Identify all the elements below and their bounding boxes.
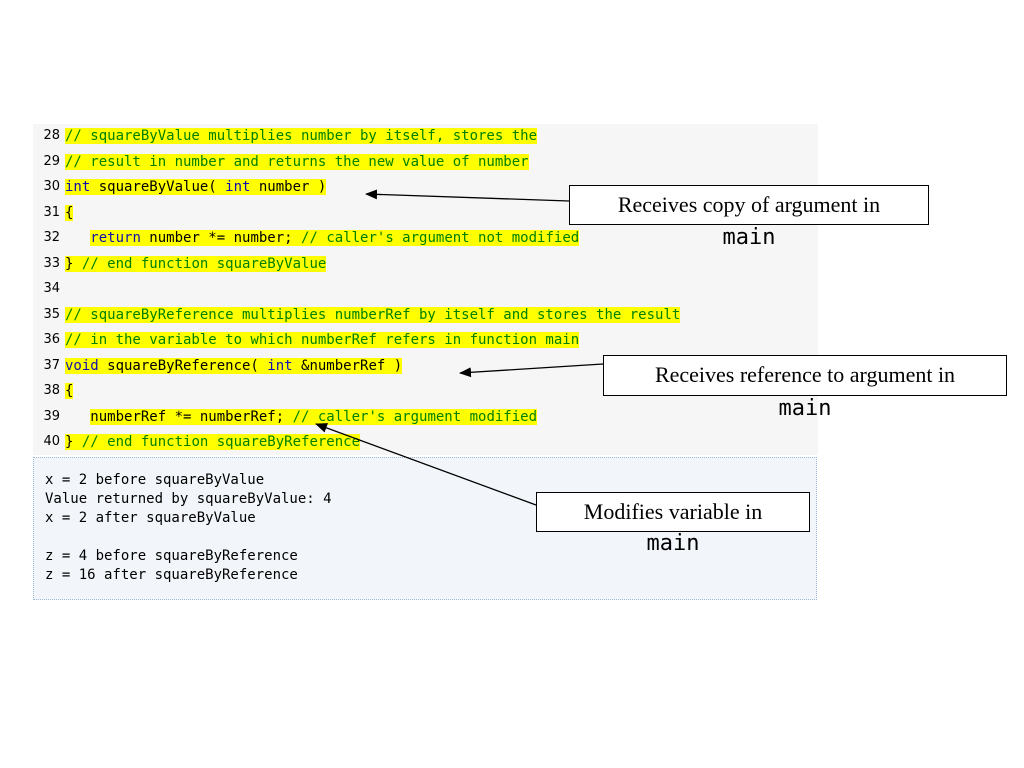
line-number: 31	[43, 204, 60, 220]
callout-modifies-code: main	[646, 531, 700, 556]
output-line: Value returned by squareByValue: 4	[45, 491, 332, 507]
comment-token: // squareByReference multiplies numberRe…	[65, 306, 681, 323]
output-line: x = 2 before squareByValue	[45, 472, 265, 488]
code-text: // in the variable to which numberRef re…	[65, 328, 580, 352]
line-number: 37	[43, 357, 60, 373]
comment-token: // result in number and returns the new …	[65, 153, 529, 170]
code-text: // result in number and returns the new …	[65, 150, 529, 174]
line-number: 33	[43, 255, 60, 271]
code-text: // squareByReference multiplies numberRe…	[65, 303, 681, 327]
code-token: }	[65, 255, 74, 272]
arrow-to-line-37	[459, 363, 604, 378]
code-token: numberRef *= numberRef;	[90, 408, 293, 425]
code-text: {	[65, 379, 74, 403]
line-number: 28	[43, 128, 60, 143]
comment-token: // end function squareByReference	[73, 434, 361, 450]
line-number: 40	[43, 434, 60, 449]
code-token: &numberRef )	[292, 357, 403, 374]
code-text: void squareByReference( int &numberRef )	[65, 354, 403, 378]
line-number: 30	[43, 179, 60, 194]
comment-token: // in the variable to which numberRef re…	[65, 332, 580, 348]
code-text: return number *= number; // caller's arg…	[65, 226, 580, 250]
code-text: } // end function squareByValue	[65, 252, 327, 276]
keyword-token: int	[267, 357, 293, 374]
callout-reference-code: main	[778, 396, 832, 421]
output-line: z = 16 after squareByReference	[45, 567, 298, 583]
callout-copy-text: Receives copy of argument in	[617, 192, 881, 217]
callout-modifies-text: Modifies variable in	[583, 499, 763, 524]
comment-token: // caller's argument not modified	[301, 230, 580, 246]
keyword-token: void	[65, 357, 99, 374]
keyword-token: int	[225, 179, 251, 195]
code-token: number )	[250, 179, 327, 195]
code-token: number *= number;	[140, 230, 302, 246]
code-text: // squareByValue multiplies number by it…	[65, 124, 538, 148]
callout-modifies-variable: Modifies variable in	[536, 492, 810, 532]
line-number: 39	[43, 408, 60, 424]
arrow-to-line-30	[365, 189, 570, 202]
comment-token: // caller's argument modified	[292, 408, 538, 425]
comment-token: // end function squareByValue	[73, 255, 327, 272]
line-number: 38	[43, 383, 60, 398]
line-number: 29	[43, 153, 60, 169]
code-token: squareByValue(	[90, 179, 226, 195]
code-text: {	[65, 201, 74, 225]
callout-reference-text: Receives reference to argument in	[654, 362, 956, 387]
line-number: 32	[43, 230, 60, 245]
output-line: x = 2 after squareByValue	[45, 510, 256, 526]
keyword-token: return	[90, 230, 141, 246]
keyword-token: int	[65, 179, 91, 195]
line-number: 36	[43, 332, 60, 347]
output-line: z = 4 before squareByReference	[45, 548, 298, 564]
code-text: numberRef *= numberRef; // caller's argu…	[65, 405, 538, 429]
code-token: {	[65, 204, 74, 221]
line-number: 34	[43, 281, 60, 296]
comment-token: // squareByValue multiplies number by it…	[65, 128, 538, 144]
code-token: squareByReference(	[98, 357, 268, 374]
callout-reference-to-argument: Receives reference to argument in	[603, 355, 1007, 396]
callout-copy-code: main	[722, 225, 776, 250]
code-text: } // end function squareByReference	[65, 430, 361, 454]
arrow-to-line-39	[315, 423, 537, 506]
callout-copy-of-argument: Receives copy of argument in	[569, 185, 929, 225]
line-number: 35	[43, 306, 60, 322]
code-token: {	[65, 383, 74, 399]
code-text: int squareByValue( int number )	[65, 175, 327, 199]
code-token: }	[65, 434, 74, 450]
code-listing: 28 // squareByValue multiplies number by …	[33, 124, 818, 455]
